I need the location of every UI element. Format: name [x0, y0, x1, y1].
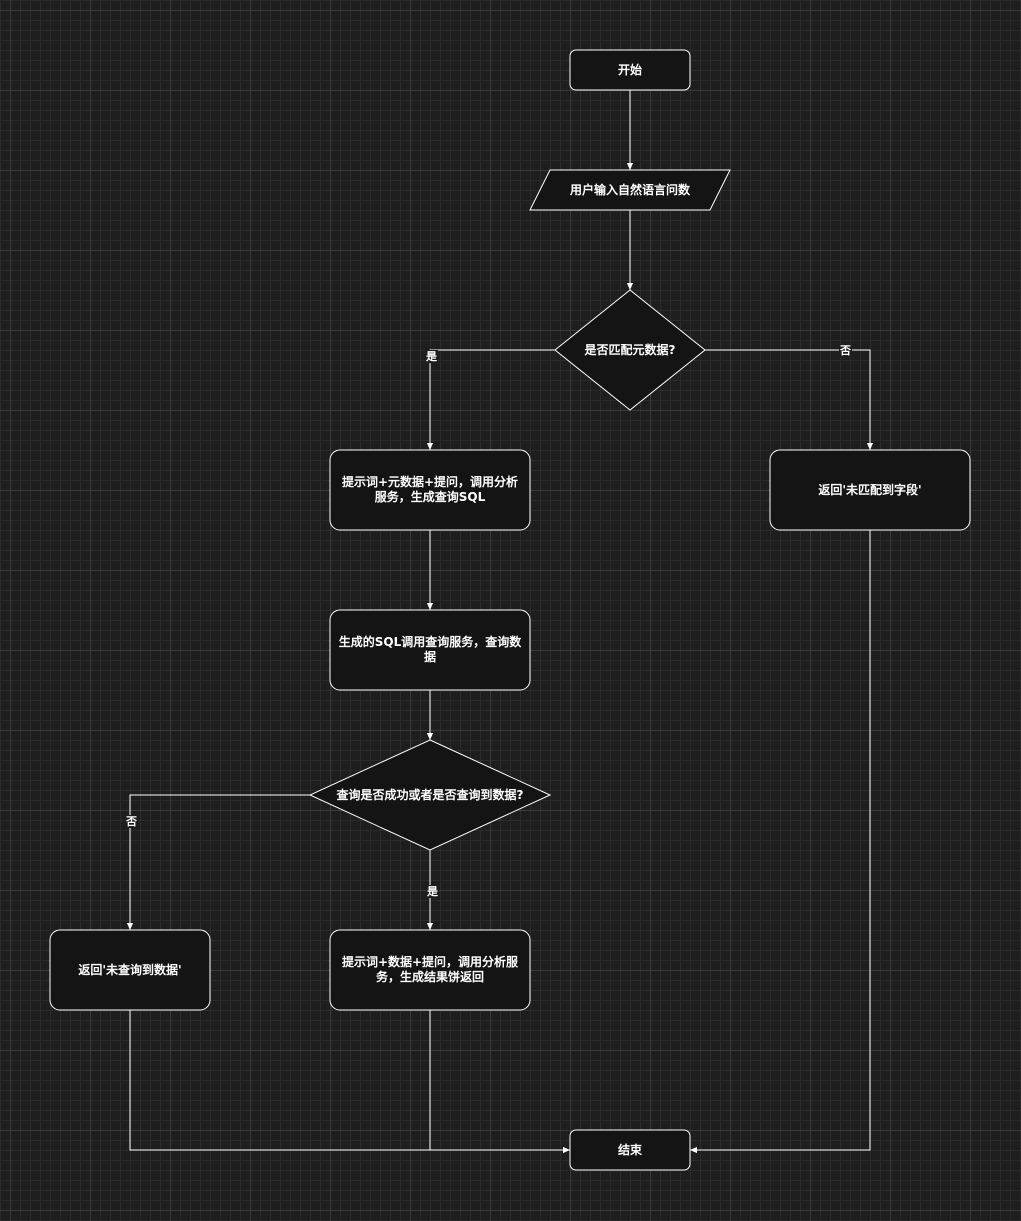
edge-label-match-no: 否 [839, 344, 852, 357]
start-node-shape [569, 49, 691, 91]
edge-nomatch-to-end [690, 530, 871, 1154]
gen-result-node-label: 提示词+数据+提问，调用分析服务，生成结果饼返回 [341, 955, 519, 984]
no-match-node-shape [769, 449, 971, 531]
no-data-node-label: 返回'未查询到数据' [78, 962, 182, 977]
edge-label-query-no: 否 [125, 815, 138, 828]
input-node-shape [529, 169, 731, 211]
gen-sql-node-label: 提示词+元数据+提问，调用分析服务，生成查询SQL [341, 475, 519, 504]
start-node-label: 开始 [617, 62, 642, 77]
match-decision-shape [554, 289, 706, 411]
edge-match-yes [426, 349, 555, 450]
match-decision-label: 是否匹配元数据? [584, 342, 676, 357]
query-decision-label: 查询是否成功或者是否查询到数据? [336, 787, 524, 802]
end-node-label: 结束 [617, 1142, 642, 1157]
query-decision-shape [308, 739, 552, 851]
edge-label-match-yes: 是 [425, 350, 438, 363]
input-node-label: 用户输入自然语言问数 [569, 182, 690, 197]
edge-query-no [126, 794, 310, 930]
gen-sql-node-shape [329, 449, 531, 531]
edge-match-no [705, 349, 874, 450]
query-data-node-shape [329, 609, 531, 691]
no-data-node-shape [49, 929, 211, 1011]
query-data-node-label: 生成的SQL调用查询服务，查询数据 [338, 635, 522, 664]
edge-nodata-to-end [129, 1010, 570, 1154]
no-match-node-label: 返回'未匹配到字段' [818, 482, 922, 497]
gen-result-node-shape [329, 929, 531, 1011]
end-node-shape [569, 1129, 691, 1171]
edge-label-query-yes: 是 [426, 885, 439, 898]
